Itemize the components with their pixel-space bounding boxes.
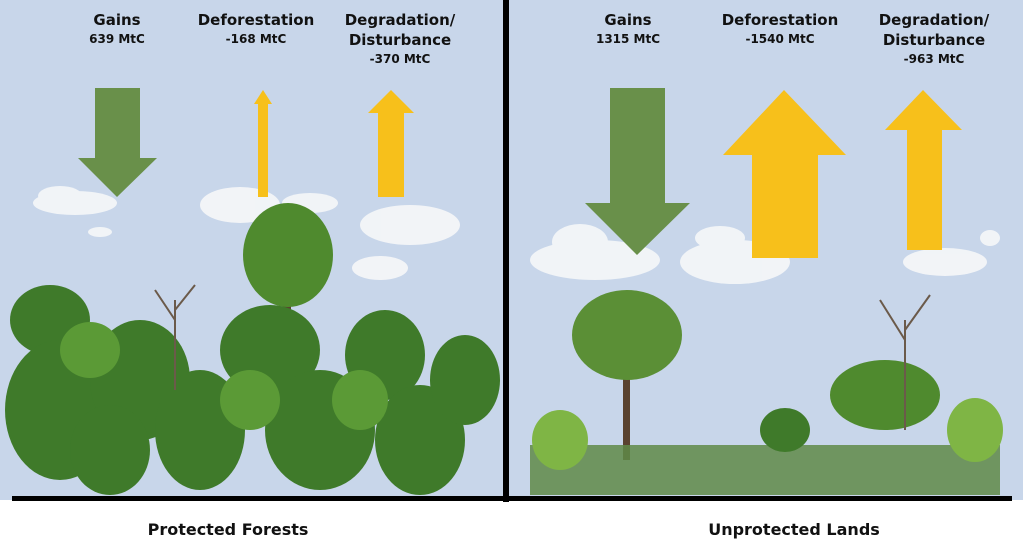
ground-line: [12, 496, 1012, 501]
label-title: Degradation/ Disturbance: [878, 11, 990, 49]
cloud: [33, 186, 117, 237]
gains-protected-label: Gains 639 MtC: [89, 10, 145, 48]
label-title: Deforestation: [721, 11, 839, 29]
gains-unprotected-label: Gains 1315 MtC: [596, 10, 660, 48]
cloud: [352, 205, 460, 280]
label-value: -1540 MtC: [745, 32, 815, 46]
degradation-unprotected-label: Degradation/ Disturbance -963 MtC: [864, 10, 1004, 68]
cloud: [903, 230, 1000, 276]
protected-forests-title: Protected Forests: [147, 520, 309, 539]
deforestation-protected-label: Deforestation -168 MtC: [198, 10, 315, 48]
cloud: [530, 224, 660, 280]
deforestation-arrow-unprotected: [723, 90, 846, 258]
label-value: -168 MtC: [225, 32, 287, 46]
label-title: Deforestation: [197, 11, 315, 29]
deforestation-unprotected-label: Deforestation -1540 MtC: [722, 10, 839, 48]
protected-forest: [5, 203, 500, 495]
gains-arrow-unprotected: [585, 88, 690, 255]
label-title: Gains: [93, 11, 141, 29]
degradation-arrow-unprotected: [885, 90, 962, 250]
label-value: 1315 MtC: [595, 32, 661, 46]
label-title: Degradation/ Disturbance: [344, 11, 456, 49]
degradation-arrow-protected: [368, 90, 414, 197]
label-value: 639 MtC: [89, 32, 145, 46]
deforestation-arrow-protected: [254, 90, 272, 197]
label-title: Gains: [604, 11, 652, 29]
unprotected-lands-title: Unprotected Lands: [708, 520, 880, 539]
label-value: -963 MtC: [903, 52, 965, 66]
degradation-protected-label: Degradation/ Disturbance -370 MtC: [330, 10, 470, 68]
unprotected-vegetation: [530, 290, 1003, 495]
gains-arrow-protected: [78, 88, 157, 197]
label-value: -370 MtC: [369, 52, 431, 66]
panel-divider: [503, 0, 509, 502]
